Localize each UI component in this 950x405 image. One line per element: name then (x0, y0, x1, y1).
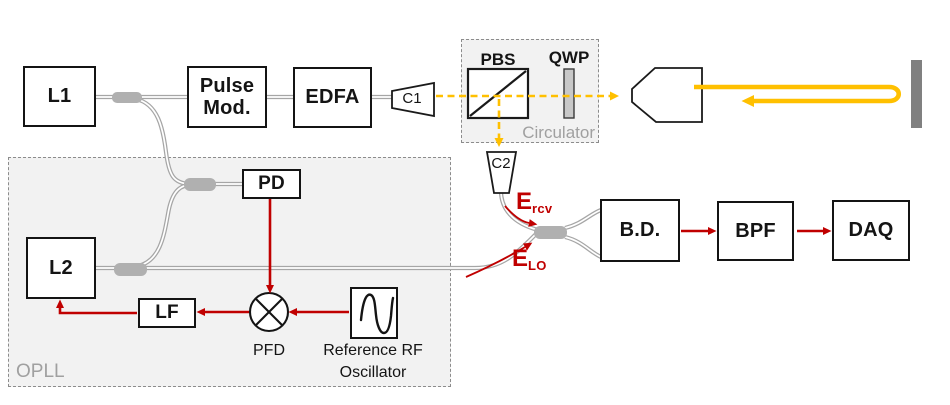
bandpass-filter-box: BPF (717, 201, 794, 261)
laser1-box: L1 (23, 66, 96, 127)
coupler-l1-tap (112, 92, 142, 103)
loop-filter-box: LF (138, 298, 196, 328)
pbs-label: PBS (480, 50, 516, 69)
circulator-label: Circulator (522, 123, 595, 142)
collimator-c1 (391, 81, 435, 118)
fiber-l2-tap-to-pd-coupler (138, 185, 189, 266)
telescope (631, 67, 703, 123)
arrow-e-lo (465, 242, 533, 278)
arrow-lf-to-l2 (56, 299, 137, 315)
fiber-l1-tap-to-pd-coupler (136, 99, 189, 184)
c2-label: C2 (491, 155, 511, 172)
sine-wave-icon (359, 293, 395, 335)
pfd-label: PFD (253, 342, 285, 359)
coupler-opll-beat (184, 178, 216, 191)
photodiode-box: PD (242, 169, 301, 199)
edfa-box: EDFA (293, 67, 372, 128)
rf-oscillator-label: Reference RF Oscillator (323, 342, 423, 381)
arrow-e-rcv (504, 205, 538, 227)
pulse-modulator-box: Pulse Mod. (187, 66, 267, 128)
coupler-signal-lo (534, 226, 567, 239)
coupler-l2-tap (114, 263, 147, 276)
qwp-plate (563, 68, 575, 119)
qwp-label: QWP (548, 48, 590, 67)
laser2-box: L2 (26, 237, 96, 299)
fiber-coupler-to-bd-top (565, 210, 601, 228)
e-rcv-label: Ercv (516, 188, 553, 216)
opll-label: OPLL (16, 361, 65, 382)
collimator-c2 (485, 151, 518, 194)
e-lo-label: ELO (512, 245, 547, 273)
rf-oscillator-box (350, 287, 398, 339)
c1-label: C1 (402, 90, 422, 107)
pfd-mixer-icon (248, 291, 290, 333)
pbs-diagonal (469, 70, 527, 117)
balanced-detector-box: B.D. (600, 199, 680, 262)
daq-box: DAQ (832, 200, 910, 261)
target-mirror (911, 60, 922, 128)
beam-roundtrip-to-target (694, 84, 901, 107)
fiber-coupler-to-bd-bottom (565, 237, 601, 257)
